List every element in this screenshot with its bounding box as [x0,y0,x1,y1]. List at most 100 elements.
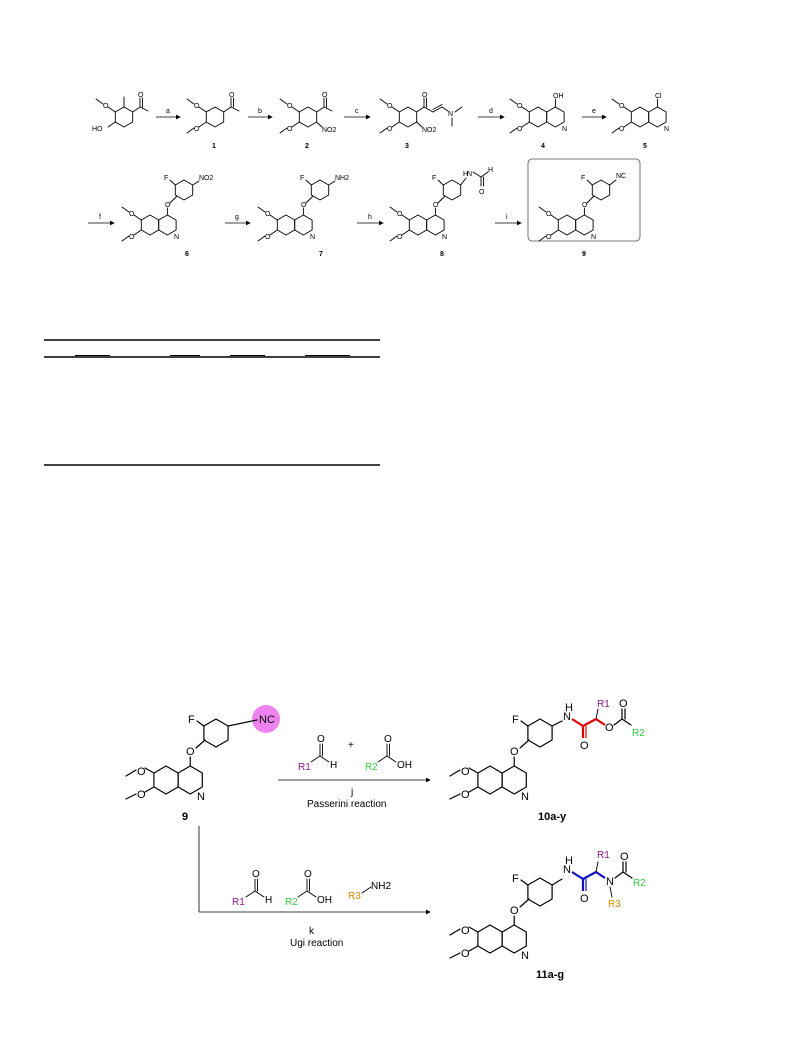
atom-f: F [432,175,436,182]
atom-o: O [582,202,588,209]
atom-f: F [512,714,519,726]
r2-group: R2 [632,728,645,739]
atom-oh: OH [317,895,332,906]
atom-f: F [300,175,304,182]
compound-label-9: 9 [182,811,188,823]
atom-f: F [512,873,519,885]
atom-n: N [442,234,447,241]
atom-n: N [197,791,205,803]
atom-o: O [397,234,403,241]
atom-o: O [137,766,146,778]
atom-o: O [229,92,235,99]
atom-f: F [164,175,168,182]
atom-n: N [563,711,571,723]
plus-sign: + [348,740,354,751]
r3-group: R3 [608,899,621,910]
atom-o: O [605,722,614,734]
product-10: O F N H O R1 O O R2 N O [449,698,645,823]
compound-label-4: 4 [541,143,545,150]
atom-h: H [463,171,468,178]
r2-group: R2 [365,762,378,773]
ugi-reagent-label: k [309,926,315,937]
compound-6: O F NO2 N O O 6 [121,175,214,258]
atom-o: O [546,234,552,241]
compound-label-1: 1 [212,143,216,150]
ugi-acid-reagent: O OH R2 [285,869,332,908]
r2-group: R2 [285,897,298,908]
atom-o: O [129,234,135,241]
atom-oh: OH [553,93,564,100]
step-label-b: b [258,108,262,115]
step-label-h: h [368,214,372,221]
step-label-d: d [489,108,493,115]
atom-o: O [461,925,470,937]
atom-n: N [467,171,472,178]
atom-n: N [591,234,596,241]
compound-label-2: 2 [305,143,309,150]
atom-o: O [397,211,403,218]
atom-o: O [461,948,470,960]
atom-o: O [517,126,523,133]
passerini-reagent-label: j [350,787,353,798]
step-label-a: a [166,108,170,115]
aldehyde-reagent: O H R1 [298,734,337,773]
compound-9-boxed: O F NC N O O 9 [527,158,641,258]
atom-o: O [138,92,144,99]
atom-o: O [186,746,195,758]
atom-nc: NC [616,173,626,180]
atom-o: O [103,103,109,110]
atom-o: O [252,869,260,880]
atom-o: O [517,103,523,110]
compound-2: O NO2 O O 2 [279,92,337,150]
atom-f: F [188,714,195,726]
atom-n: N [664,126,669,133]
compound-3: O N NO2 O O 3 [379,92,463,150]
product-label-11: 11a-g [536,969,564,981]
atom-ho: HO [92,126,103,133]
r1-group: R1 [597,850,610,861]
atom-no2: NO2 [422,127,437,134]
step-label-e: e [592,108,596,115]
compound-label-9: 9 [582,251,586,258]
atom-h: H [265,895,272,906]
atom-o: O [479,189,485,196]
compound-label-6: 6 [185,251,189,258]
atom-o: O [304,869,312,880]
atom-h: H [488,167,493,174]
product-label-10: 10a-y [538,811,567,823]
product-11: O F N H O R1 N R3 O R2 N [449,850,646,981]
atom-o: O [546,211,552,218]
isocyanide-highlight [252,705,280,733]
atom-no2: NO2 [322,127,337,134]
highlight-box [527,158,641,242]
atom-o: O [265,211,271,218]
atom-n: N [606,876,614,888]
compound-8: O F H N O H N O O 8 [389,167,493,258]
atom-n: N [563,864,571,876]
step-label-f: f [99,214,101,221]
table-rules [44,339,380,466]
atom-o: O [384,734,392,745]
atom-o: O [619,698,628,710]
atom-o: O [265,234,271,241]
atom-nh2: NH2 [335,175,349,182]
synthesis-scheme: O O HO a O O O 1 b [88,92,669,258]
step-label-i: i [506,214,508,221]
atom-o: O [165,202,171,209]
atom-o: O [287,103,293,110]
atom-o: O [510,905,519,917]
atom-o: O [461,766,470,778]
atom-n: N [562,126,567,133]
atom-h: H [330,760,337,771]
atom-o: O [619,103,625,110]
atom-n: N [174,234,179,241]
atom-f: F [581,175,585,182]
compound-9-large: O F NC N O O 9 [125,705,280,823]
atom-nc: NC [259,714,275,726]
step-label-c: c [355,108,359,115]
compound-label-3: 3 [405,143,409,150]
atom-o: O [317,734,325,745]
atom-n: N [448,111,453,118]
atom-nh2: NH2 [371,881,391,892]
atom-o: O [387,126,393,133]
